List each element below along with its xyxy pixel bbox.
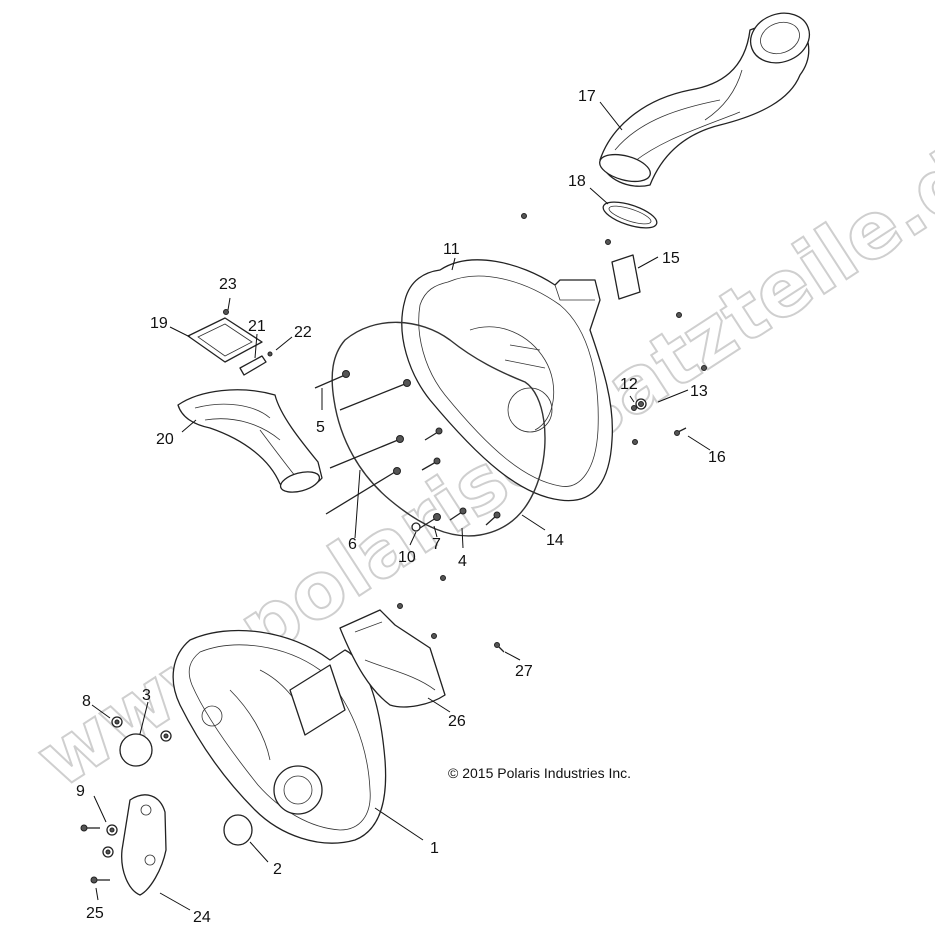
callout-26: 26 xyxy=(448,713,466,730)
callout-22: 22 xyxy=(294,324,312,341)
callout-4: 4 xyxy=(458,553,467,570)
callout-24: 24 xyxy=(193,909,211,926)
callout-19: 19 xyxy=(150,315,168,332)
callout-10: 10 xyxy=(398,549,416,566)
callout-18: 18 xyxy=(568,173,586,190)
callout-6: 6 xyxy=(348,536,357,553)
copyright-text: © 2015 Polaris Industries Inc. xyxy=(448,765,631,781)
callout-3: 3 xyxy=(142,687,151,704)
callout-25: 25 xyxy=(86,905,104,922)
callout-14: 14 xyxy=(546,532,564,549)
callout-13: 13 xyxy=(690,383,708,400)
part-8-9-nuts xyxy=(102,716,172,858)
callout-12: 12 xyxy=(620,376,638,393)
part-17-intake-duct xyxy=(599,12,811,187)
part-11-outer-clutch-cover xyxy=(401,259,614,502)
callout-2: 2 xyxy=(273,861,282,878)
callout-labels: 1 2 3 4 5 6 7 8 9 10 11 12 13 14 15 16 1… xyxy=(76,88,726,926)
callout-21: 21 xyxy=(248,318,266,335)
leader-lines xyxy=(91,101,711,911)
callout-20: 20 xyxy=(156,431,174,448)
part-18-clamp xyxy=(602,201,658,229)
callout-1: 1 xyxy=(430,840,439,857)
callout-8: 8 xyxy=(82,693,91,710)
callout-5: 5 xyxy=(316,419,325,436)
part-19-cover-plate xyxy=(187,309,273,376)
watermark-text: www.polarisersatzteile.de xyxy=(21,105,935,806)
callout-7: 7 xyxy=(432,536,441,553)
part-26-deflector xyxy=(339,609,446,708)
part-15-label xyxy=(611,254,641,300)
callout-17: 17 xyxy=(578,88,596,105)
callout-23: 23 xyxy=(219,276,237,293)
callout-16: 16 xyxy=(708,449,726,466)
part-2-3-o-rings xyxy=(119,733,253,846)
part-5-6-long-bolts xyxy=(314,370,411,515)
part-1-inner-clutch-cover xyxy=(172,629,387,844)
part-24-bracket xyxy=(80,794,167,896)
callout-9: 9 xyxy=(76,783,85,800)
callout-11: 11 xyxy=(443,241,460,258)
callout-27: 27 xyxy=(515,663,533,680)
callout-15: 15 xyxy=(662,250,680,267)
part-14-gasket xyxy=(331,321,546,537)
part-20-inlet-duct xyxy=(177,389,323,493)
